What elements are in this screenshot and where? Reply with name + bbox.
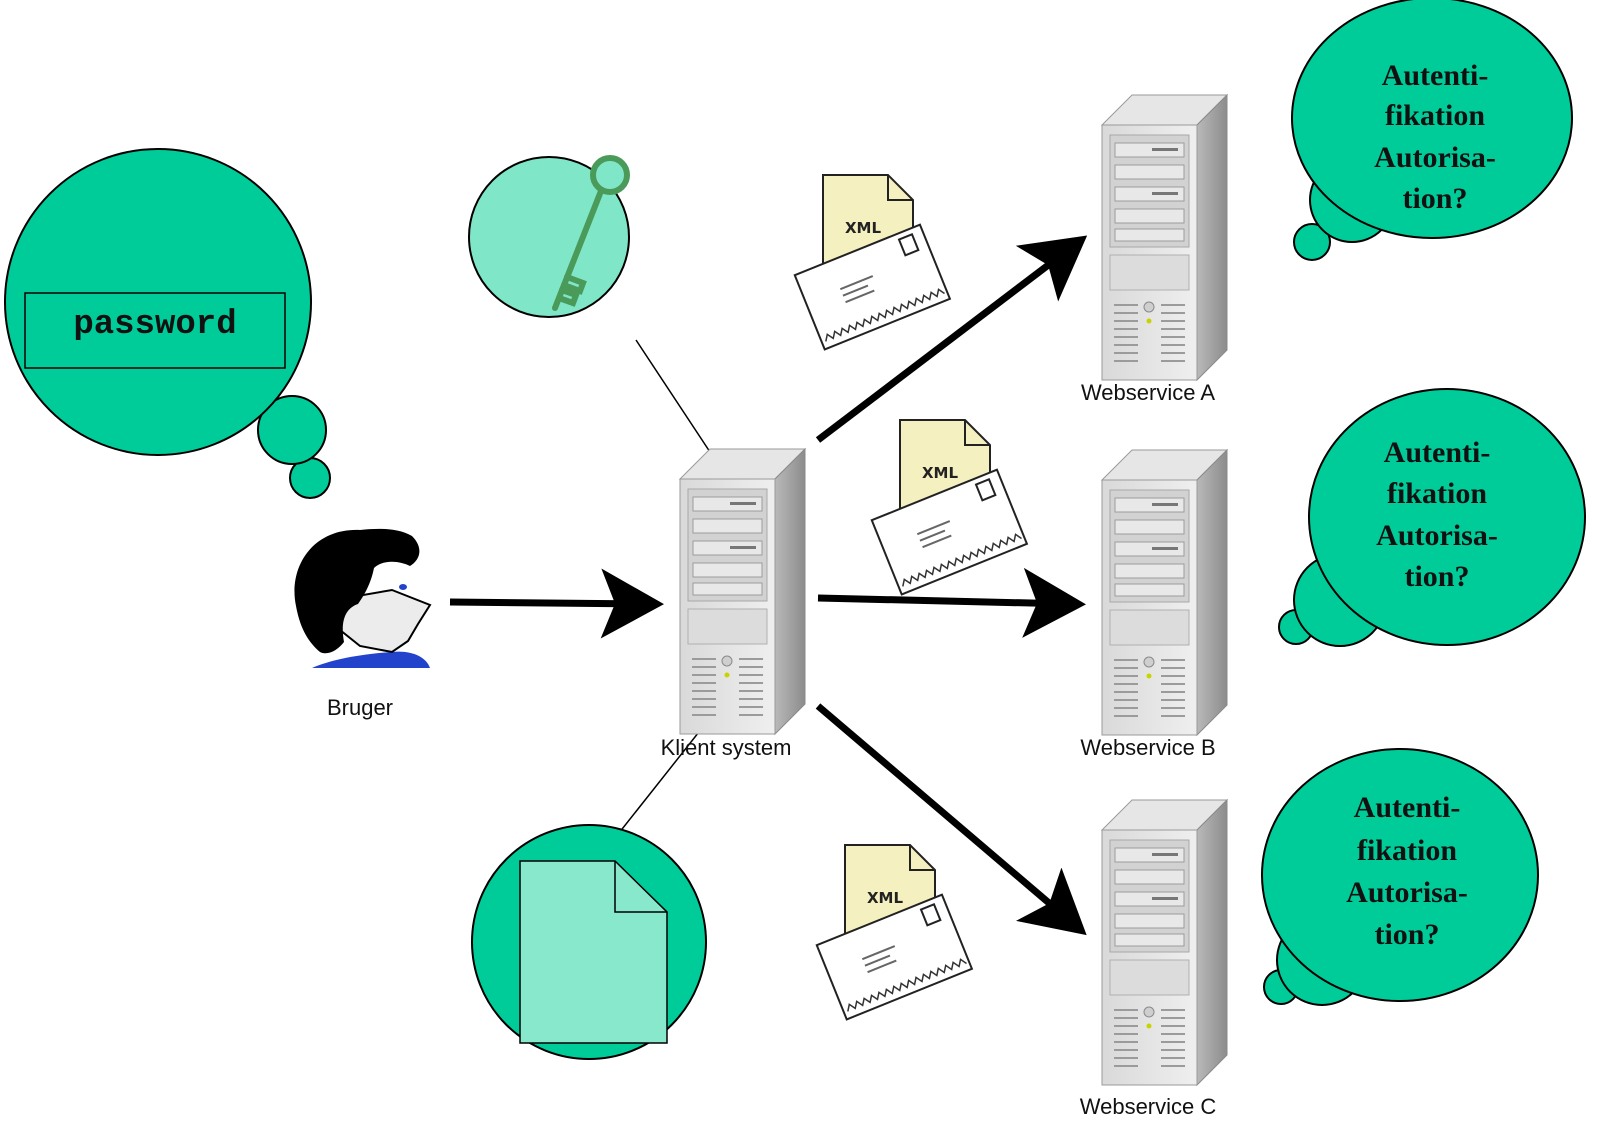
webservice-b: Webservice B [1080,449,1228,760]
auth-line: Autenti- [1382,59,1489,92]
password-field [24,292,286,369]
document-connector-line [614,717,711,839]
auth-line: Autorisa- [1374,141,1496,174]
auth-line: fikation [1387,477,1487,510]
client-to-webservice-b-arrow [817,567,1086,638]
person-icon [294,528,432,668]
auth-bubble-a: Autenti- fikation Autorisa- tion? [1291,0,1573,261]
password-text: password [73,306,236,344]
auth-line: tion? [1374,918,1439,951]
server-icon [1101,449,1228,736]
webservice-c: Webservice C [1080,799,1228,1119]
xml-label: XML [867,889,903,907]
client-label: Klient system [661,735,792,760]
client-to-webservice-a-arrow [815,235,1088,443]
document-icon [519,860,668,1044]
server-icon [1101,799,1228,1086]
xml-message-a: XML [793,174,951,351]
server-icon [1101,94,1228,381]
auth-line: Autenti- [1384,436,1491,469]
webservice-c-label: Webservice C [1080,1094,1217,1119]
auth-line: Autenti- [1354,791,1461,824]
auth-line: tion? [1404,560,1469,593]
auth-line: tion? [1402,182,1467,215]
user-to-client-arrow [449,568,664,639]
client-to-webservice-c-arrow [815,703,1087,936]
xml-message-c: XML [815,844,973,1021]
key-circle [468,155,630,318]
envelope-icon [870,419,1028,596]
user-label: Bruger [327,695,393,720]
auth-line: Autorisa- [1346,876,1468,909]
auth-bubble-b: Autenti- fikation Autorisa- tion? [1278,388,1586,647]
auth-line: fikation [1357,834,1457,867]
xml-message-b: XML [870,419,1028,596]
envelope-icon [793,174,951,351]
webservice-a: Webservice A [1081,94,1228,405]
user: Bruger [294,528,432,720]
xml-label: XML [845,219,881,237]
webservice-b-label: Webservice B [1080,735,1215,760]
document-circle [471,824,707,1060]
webservice-a-label: Webservice A [1081,380,1215,405]
password-thought-bubble: password [4,148,331,499]
client-system: Klient system [661,448,806,760]
key-connector-line [635,339,711,453]
auth-line: fikation [1385,99,1485,132]
xml-label: XML [922,464,958,482]
key-icon [552,155,630,311]
server-icon [679,448,806,735]
envelope-icon [815,844,973,1021]
arrows [449,235,1088,936]
auth-line: Autorisa- [1376,519,1498,552]
auth-bubble-c: Autenti- fikation Autorisa- tion? [1261,748,1539,1006]
